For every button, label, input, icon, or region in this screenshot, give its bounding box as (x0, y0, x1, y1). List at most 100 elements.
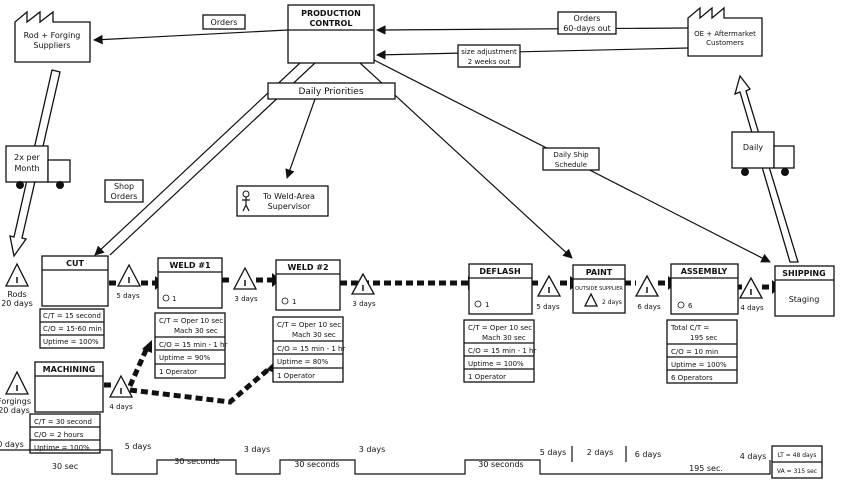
customer-name-1: OE + Aftermarket (694, 30, 756, 38)
daily-priorities-label: Daily Priorities (267, 82, 396, 100)
svg-text:Rods: Rods (7, 290, 26, 299)
svg-text:1: 1 (172, 295, 176, 303)
svg-text:I: I (128, 276, 131, 285)
svg-text:Month: Month (14, 164, 39, 173)
svg-text:Orders: Orders (211, 18, 238, 27)
svg-text:C/T = Oper 10 sec: C/T = Oper 10 sec (159, 317, 223, 325)
process-shipping: SHIPPING Staging (774, 265, 835, 317)
svg-text:2x per: 2x per (14, 153, 40, 162)
svg-text:I: I (16, 276, 19, 285)
svg-text:30 seconds: 30 seconds (478, 460, 523, 469)
process-cut: CUT (41, 255, 109, 307)
weld-supervisor-label: To Weld-Area Supervisor (236, 185, 329, 217)
svg-text:C/T = Oper 10 sec: C/T = Oper 10 sec (277, 321, 341, 329)
svg-text:Forgings: Forgings (0, 397, 31, 406)
svg-text:I: I (16, 384, 19, 393)
push-arrows (104, 277, 772, 405)
svg-text:C/T = Oper 10 sec: C/T = Oper 10 sec (468, 324, 532, 332)
svg-text:Uptime = 100%: Uptime = 100% (671, 361, 727, 369)
svg-text:Mach 30 sec: Mach 30 sec (174, 327, 218, 335)
svg-text:MACHINING: MACHINING (43, 365, 96, 374)
customer-name-2: Customers (706, 39, 744, 47)
svg-text:Total C/T =: Total C/T = (670, 324, 709, 332)
size-adjustment-label: size adjustment 2 weeks out (457, 44, 521, 68)
svg-text:5 days: 5 days (540, 448, 567, 457)
svg-text:Mach 30 sec: Mach 30 sec (292, 331, 336, 339)
svg-text:Uptime = 90%: Uptime = 90% (159, 354, 211, 362)
svg-text:1: 1 (485, 301, 489, 309)
svg-text:LT = 48 days: LT = 48 days (778, 452, 817, 459)
supplier-name-1: Rod + Forging (24, 31, 81, 40)
svg-text:2 days: 2 days (602, 299, 622, 306)
svg-text:WELD #1: WELD #1 (169, 261, 211, 270)
svg-text:2 weeks out: 2 weeks out (468, 58, 511, 66)
process-weld-1: WELD #1 1 (157, 257, 223, 309)
process-deflash-data: C/T = Oper 10 sec Mach 30 sec C/O = 15 m… (463, 319, 536, 383)
svg-text:30 seconds: 30 seconds (174, 457, 219, 466)
svg-text:60-days out: 60-days out (563, 24, 611, 33)
svg-text:1: 1 (292, 298, 296, 306)
svg-text:I: I (750, 288, 753, 297)
process-machining-data: C/T = 30 second C/O = 2 hours Uptime = 1… (29, 413, 101, 454)
svg-text:ASSEMBLY: ASSEMBLY (681, 267, 728, 276)
svg-text:6: 6 (688, 302, 693, 310)
process-weld-2-data: C/T = Oper 10 sec Mach 30 sec C/O = 15 m… (272, 316, 345, 383)
outbound-truck: Daily (731, 131, 795, 176)
inbound-truck: 2x per Month (5, 145, 71, 189)
svg-text:Daily: Daily (743, 143, 764, 152)
process-weld-1-data: C/T = Oper 10 sec Mach 30 sec C/O = 15 m… (154, 312, 227, 379)
svg-text:20 days: 20 days (0, 406, 30, 415)
svg-text:Uptime = 100%: Uptime = 100% (468, 360, 524, 368)
svg-text:4 days: 4 days (740, 452, 767, 461)
production-control-title-2: CONTROL (310, 19, 353, 28)
svg-text:C/O = 15-60 min: C/O = 15-60 min (43, 325, 102, 333)
svg-text:2 days: 2 days (587, 448, 614, 457)
shop-orders-label: Shop Orders (104, 179, 144, 203)
svg-text:Staging: Staging (789, 295, 820, 304)
svg-text:I: I (548, 286, 551, 295)
svg-text:3 days: 3 days (244, 445, 271, 454)
svg-text:Shop: Shop (114, 182, 134, 191)
svg-text:30 seconds: 30 seconds (294, 460, 339, 469)
timeline-bottom-labels: 30 sec 30 seconds 30 seconds 30 seconds … (52, 457, 723, 473)
svg-text:C/T = 30 second: C/T = 30 second (34, 418, 92, 426)
svg-text:4 days: 4 days (740, 304, 764, 312)
svg-text:30 sec: 30 sec (52, 462, 78, 471)
process-paint: PAINT OUTSIDE SUPPLIER 2 days (572, 264, 626, 314)
svg-text:C/T = 15 second: C/T = 15 second (43, 312, 101, 320)
svg-text:20 days: 20 days (1, 299, 33, 308)
process-assembly: ASSEMBLY 6 (670, 263, 739, 315)
svg-text:6 days: 6 days (635, 450, 662, 459)
svg-text:195 sec: 195 sec (690, 334, 718, 342)
orders-to-supplier-label: Orders (202, 14, 246, 30)
timeline-top-labels: 20 days 5 days 3 days 3 days 5 days 2 da… (0, 440, 766, 461)
svg-text:Mach 30 sec: Mach 30 sec (482, 334, 526, 342)
svg-text:6 Operators: 6 Operators (671, 374, 713, 382)
svg-text:I: I (120, 387, 123, 396)
inventory-weld1-weld2: I 3 days (232, 266, 258, 303)
svg-text:SHIPPING: SHIPPING (782, 269, 825, 278)
svg-text:Supervisor: Supervisor (268, 202, 311, 211)
inventory-deflash-paint: I 5 days (536, 274, 562, 311)
svg-text:To Weld-Area: To Weld-Area (262, 192, 315, 201)
svg-text:5 days: 5 days (116, 292, 140, 300)
svg-text:I: I (362, 284, 365, 293)
svg-text:size adjustment: size adjustment (461, 48, 517, 56)
svg-text:4 days: 4 days (109, 403, 133, 411)
inventory-paint-assembly: I 6 days (634, 274, 661, 311)
process-machining: MACHINING (34, 361, 104, 413)
svg-text:Orders: Orders (111, 192, 138, 201)
svg-text:5 days: 5 days (125, 442, 152, 451)
svg-text:I: I (244, 279, 247, 288)
daily-ship-schedule-label: Daily Ship Schedule (542, 147, 600, 171)
svg-text:I: I (646, 286, 649, 295)
forgings-inventory: I Forgings 20 days (0, 370, 31, 415)
svg-text:20 days: 20 days (0, 440, 24, 449)
svg-text:Daily Ship: Daily Ship (553, 151, 589, 159)
svg-text:VA = 315 sec: VA = 315 sec (777, 468, 817, 475)
svg-text:6 days: 6 days (637, 303, 661, 311)
outbound-shipment-arrow (734, 74, 799, 263)
svg-text:Uptime = 80%: Uptime = 80% (277, 358, 329, 366)
production-control-title-1: PRODUCTION (301, 9, 361, 18)
